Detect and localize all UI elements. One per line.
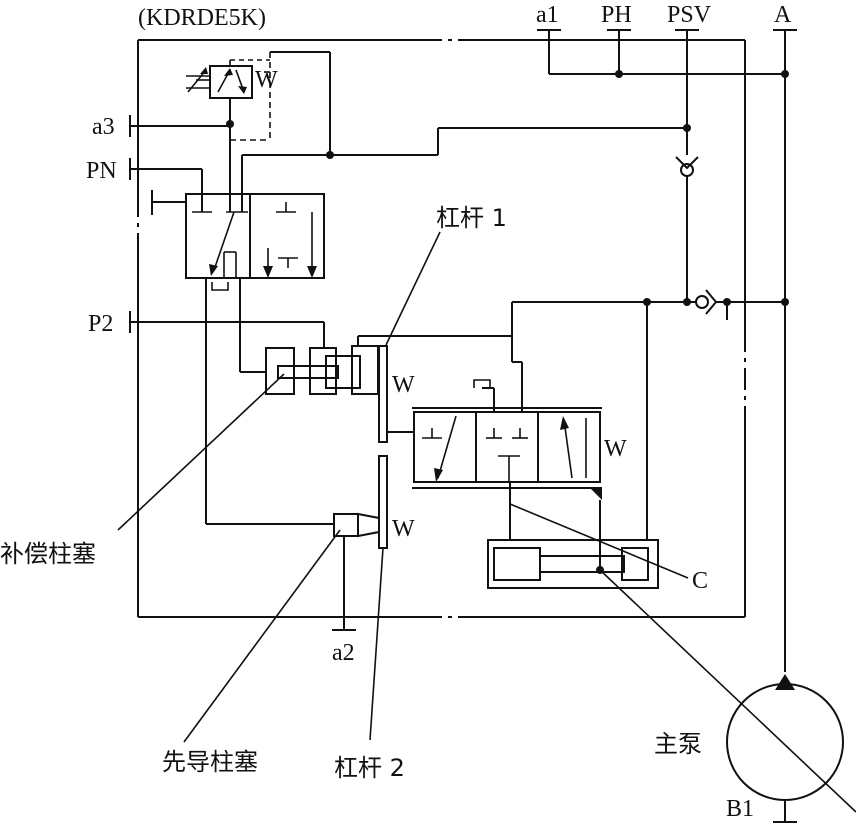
- lever-2: [378, 455, 388, 549]
- leader-c: [509, 503, 689, 579]
- tank-symbol-1: [211, 282, 229, 291]
- spring-lever2: W: [392, 516, 415, 542]
- tank-symbol-2: [473, 379, 495, 412]
- spring-lever1: W: [392, 372, 415, 398]
- callout-c: C: [692, 568, 708, 594]
- callout-main-pump: 主泵: [654, 730, 702, 758]
- leader-compensating: [117, 373, 285, 531]
- check-valve-upper: [675, 156, 699, 302]
- pilot-selector-valve: [151, 190, 325, 279]
- callout-pilot-piston: 先导柱塞: [162, 748, 258, 776]
- port-a: [773, 29, 797, 672]
- main-pump: [599, 569, 856, 823]
- port-label-psv: PSV: [667, 2, 712, 28]
- port-psv: [675, 29, 699, 155]
- leader-pilot: [183, 529, 341, 743]
- lever-1: [378, 345, 388, 443]
- port-label-a: A: [774, 2, 792, 28]
- port-p2-symbol: [129, 311, 325, 347]
- callout-lever-1: 杠杆 1: [436, 204, 507, 232]
- leader-lever2: [369, 547, 384, 741]
- callout-lever-2: 杠杆 2: [334, 754, 405, 782]
- pilot-piston: [332, 512, 380, 631]
- servo-cylinder: [487, 302, 659, 589]
- servo-valve: W: [387, 407, 627, 500]
- pressure-reducing-valve: W: [186, 51, 331, 155]
- port-label-a2: a2: [332, 640, 355, 666]
- port-ph: [607, 29, 631, 74]
- port-label-a3: a3: [92, 114, 115, 140]
- spring-servo: W: [604, 436, 627, 462]
- check-valve-lower: [695, 289, 718, 315]
- callout-compensating-piston: 补偿柱塞: [0, 540, 96, 568]
- port-label-p2: P2: [88, 311, 113, 337]
- port-pn-symbol: [129, 158, 203, 212]
- leader-lever1: [385, 231, 441, 346]
- port-label-pn: PN: [86, 158, 117, 184]
- svg-text:W: W: [255, 67, 278, 93]
- model-label: (KDRDE5K): [138, 5, 266, 31]
- port-label-ph: PH: [601, 2, 632, 28]
- port-label-b1: B1: [726, 796, 754, 822]
- port-label-a1: a1: [536, 2, 559, 28]
- port-a3-symbol: [129, 115, 230, 137]
- port-a1: [537, 29, 561, 74]
